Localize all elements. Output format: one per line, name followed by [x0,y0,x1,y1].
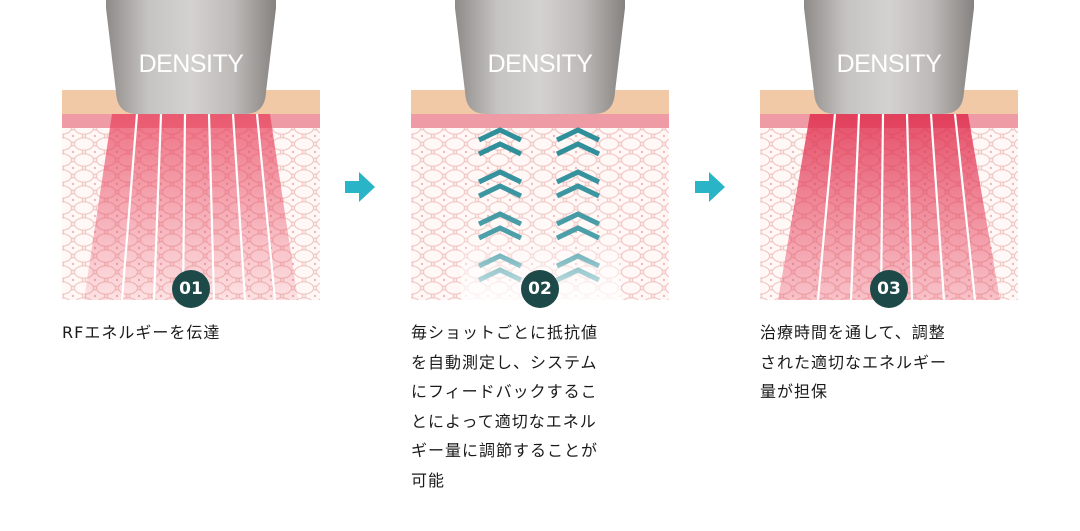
step-description: 毎ショットごとに抵抗値 を自動測定し、システム にフィードバックするこ とによっ… [411,323,599,490]
step-3: DENSITY 03 治療時間を通して、調整 された適切なエネルギー 量が担保 [760,0,1018,401]
head-label: DENSITY [487,50,593,78]
step-3-illustration: DENSITY 03 [760,0,1018,308]
arrow-right-icon [345,172,375,202]
rf-beam-lines [120,113,277,300]
step-2: DENSITY 02 毎ショットごとに抵抗値 を自動測定し、システム にフィード… [411,0,669,490]
rf-energy-beam [778,114,1000,300]
rf-applicator-head-icon [455,0,625,114]
head-label: DENSITY [138,50,244,78]
step-2-illustration: DENSITY 02 [411,0,669,308]
rf-applicator-head-icon [106,0,276,114]
step-1: DENSITY 01 RFエネルギーを伝達 [62,0,320,342]
step-badge: 02 [521,270,559,308]
arrow-right-icon [695,172,725,202]
rf-energy-beam [84,114,298,300]
rf-beam-lines [816,113,977,300]
step-description: 治療時間を通して、調整 された適切なエネルギー 量が担保 [760,323,948,401]
rf-applicator-head-icon [804,0,974,114]
step-badge: 03 [870,270,908,308]
step-description: RFエネルギーを伝達 [62,323,221,342]
step-1-illustration: DENSITY 01 [62,0,320,308]
step-badge: 01 [172,270,210,308]
skin-dermis-band [411,114,669,128]
head-label: DENSITY [836,50,942,78]
